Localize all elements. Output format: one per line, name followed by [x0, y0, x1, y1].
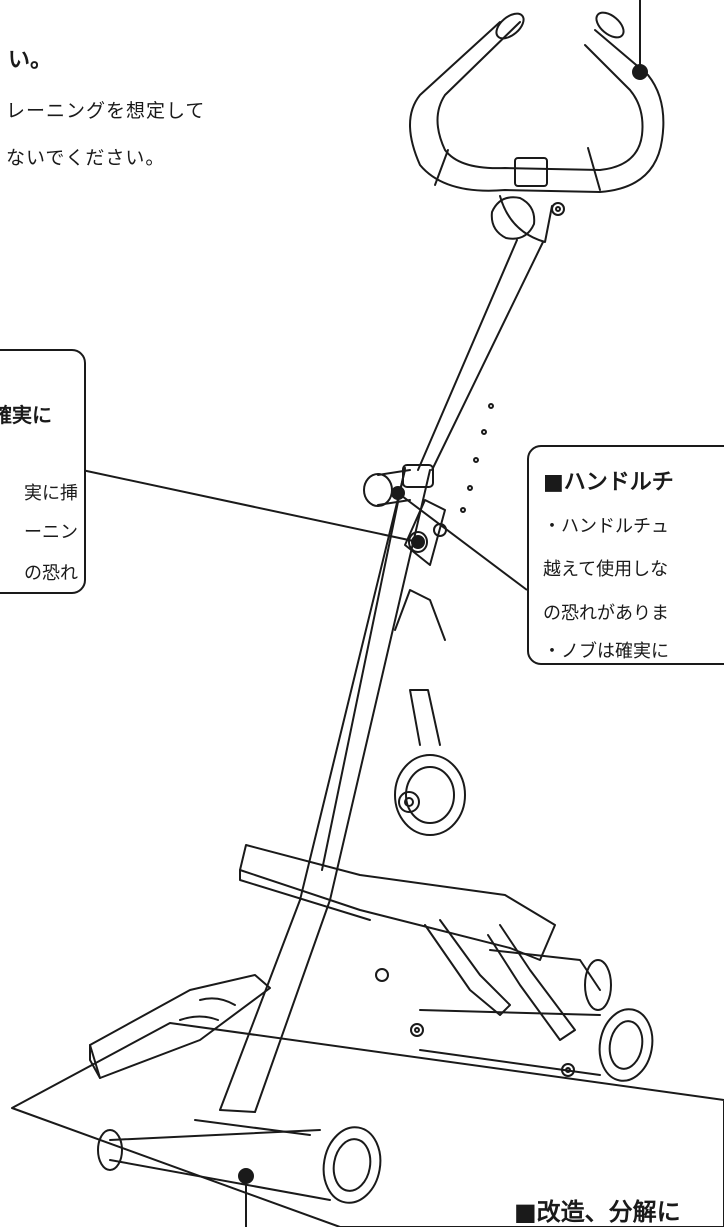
rear-roller — [598, 1008, 654, 1082]
right-callout-line-3: の恐れがありま — [543, 603, 669, 624]
handlebar — [409, 21, 665, 193]
right-callout-heading: ■ハンドルチ — [543, 470, 674, 495]
left-callout-line-1: 実に挿 — [24, 483, 78, 504]
right-callout-line-2: 越えて使用しな — [543, 559, 669, 580]
height-knob — [363, 473, 393, 507]
top-text-line-1: レーニングを想定して — [6, 100, 206, 122]
step-pedal-left — [89, 974, 271, 1079]
hydraulic-cylinder — [487, 924, 576, 1041]
right-callout-line-1: ・ハンドルチュ — [543, 516, 669, 537]
leader-line-left — [81, 469, 419, 543]
left-callout-heading: 確実に — [0, 403, 52, 427]
bottom-callout-heading: ■改造、分解に — [514, 1198, 681, 1226]
pulley — [394, 754, 466, 836]
left-callout-line-2: ーニン — [24, 522, 78, 543]
leader-line-right — [397, 492, 528, 591]
top-knob — [490, 196, 536, 240]
left-callout-line-3: の恐れ — [24, 563, 78, 584]
floor-mat — [11, 1022, 724, 1227]
top-text-line-2: ないでください。 — [6, 147, 166, 169]
front-roller — [322, 1126, 382, 1204]
right-callout-box: ■ハンドルチ ・ハンドルチュ 越えて使用しな の恐れがありま ・ノブは確実に — [527, 445, 724, 665]
top-heading: い。 — [8, 48, 53, 73]
left-callout-box: 確実に 実に挿 ーニン の恐れ — [0, 349, 86, 594]
step-pedal-right — [239, 844, 556, 961]
right-callout-line-4: ・ノブは確実に — [543, 641, 669, 662]
